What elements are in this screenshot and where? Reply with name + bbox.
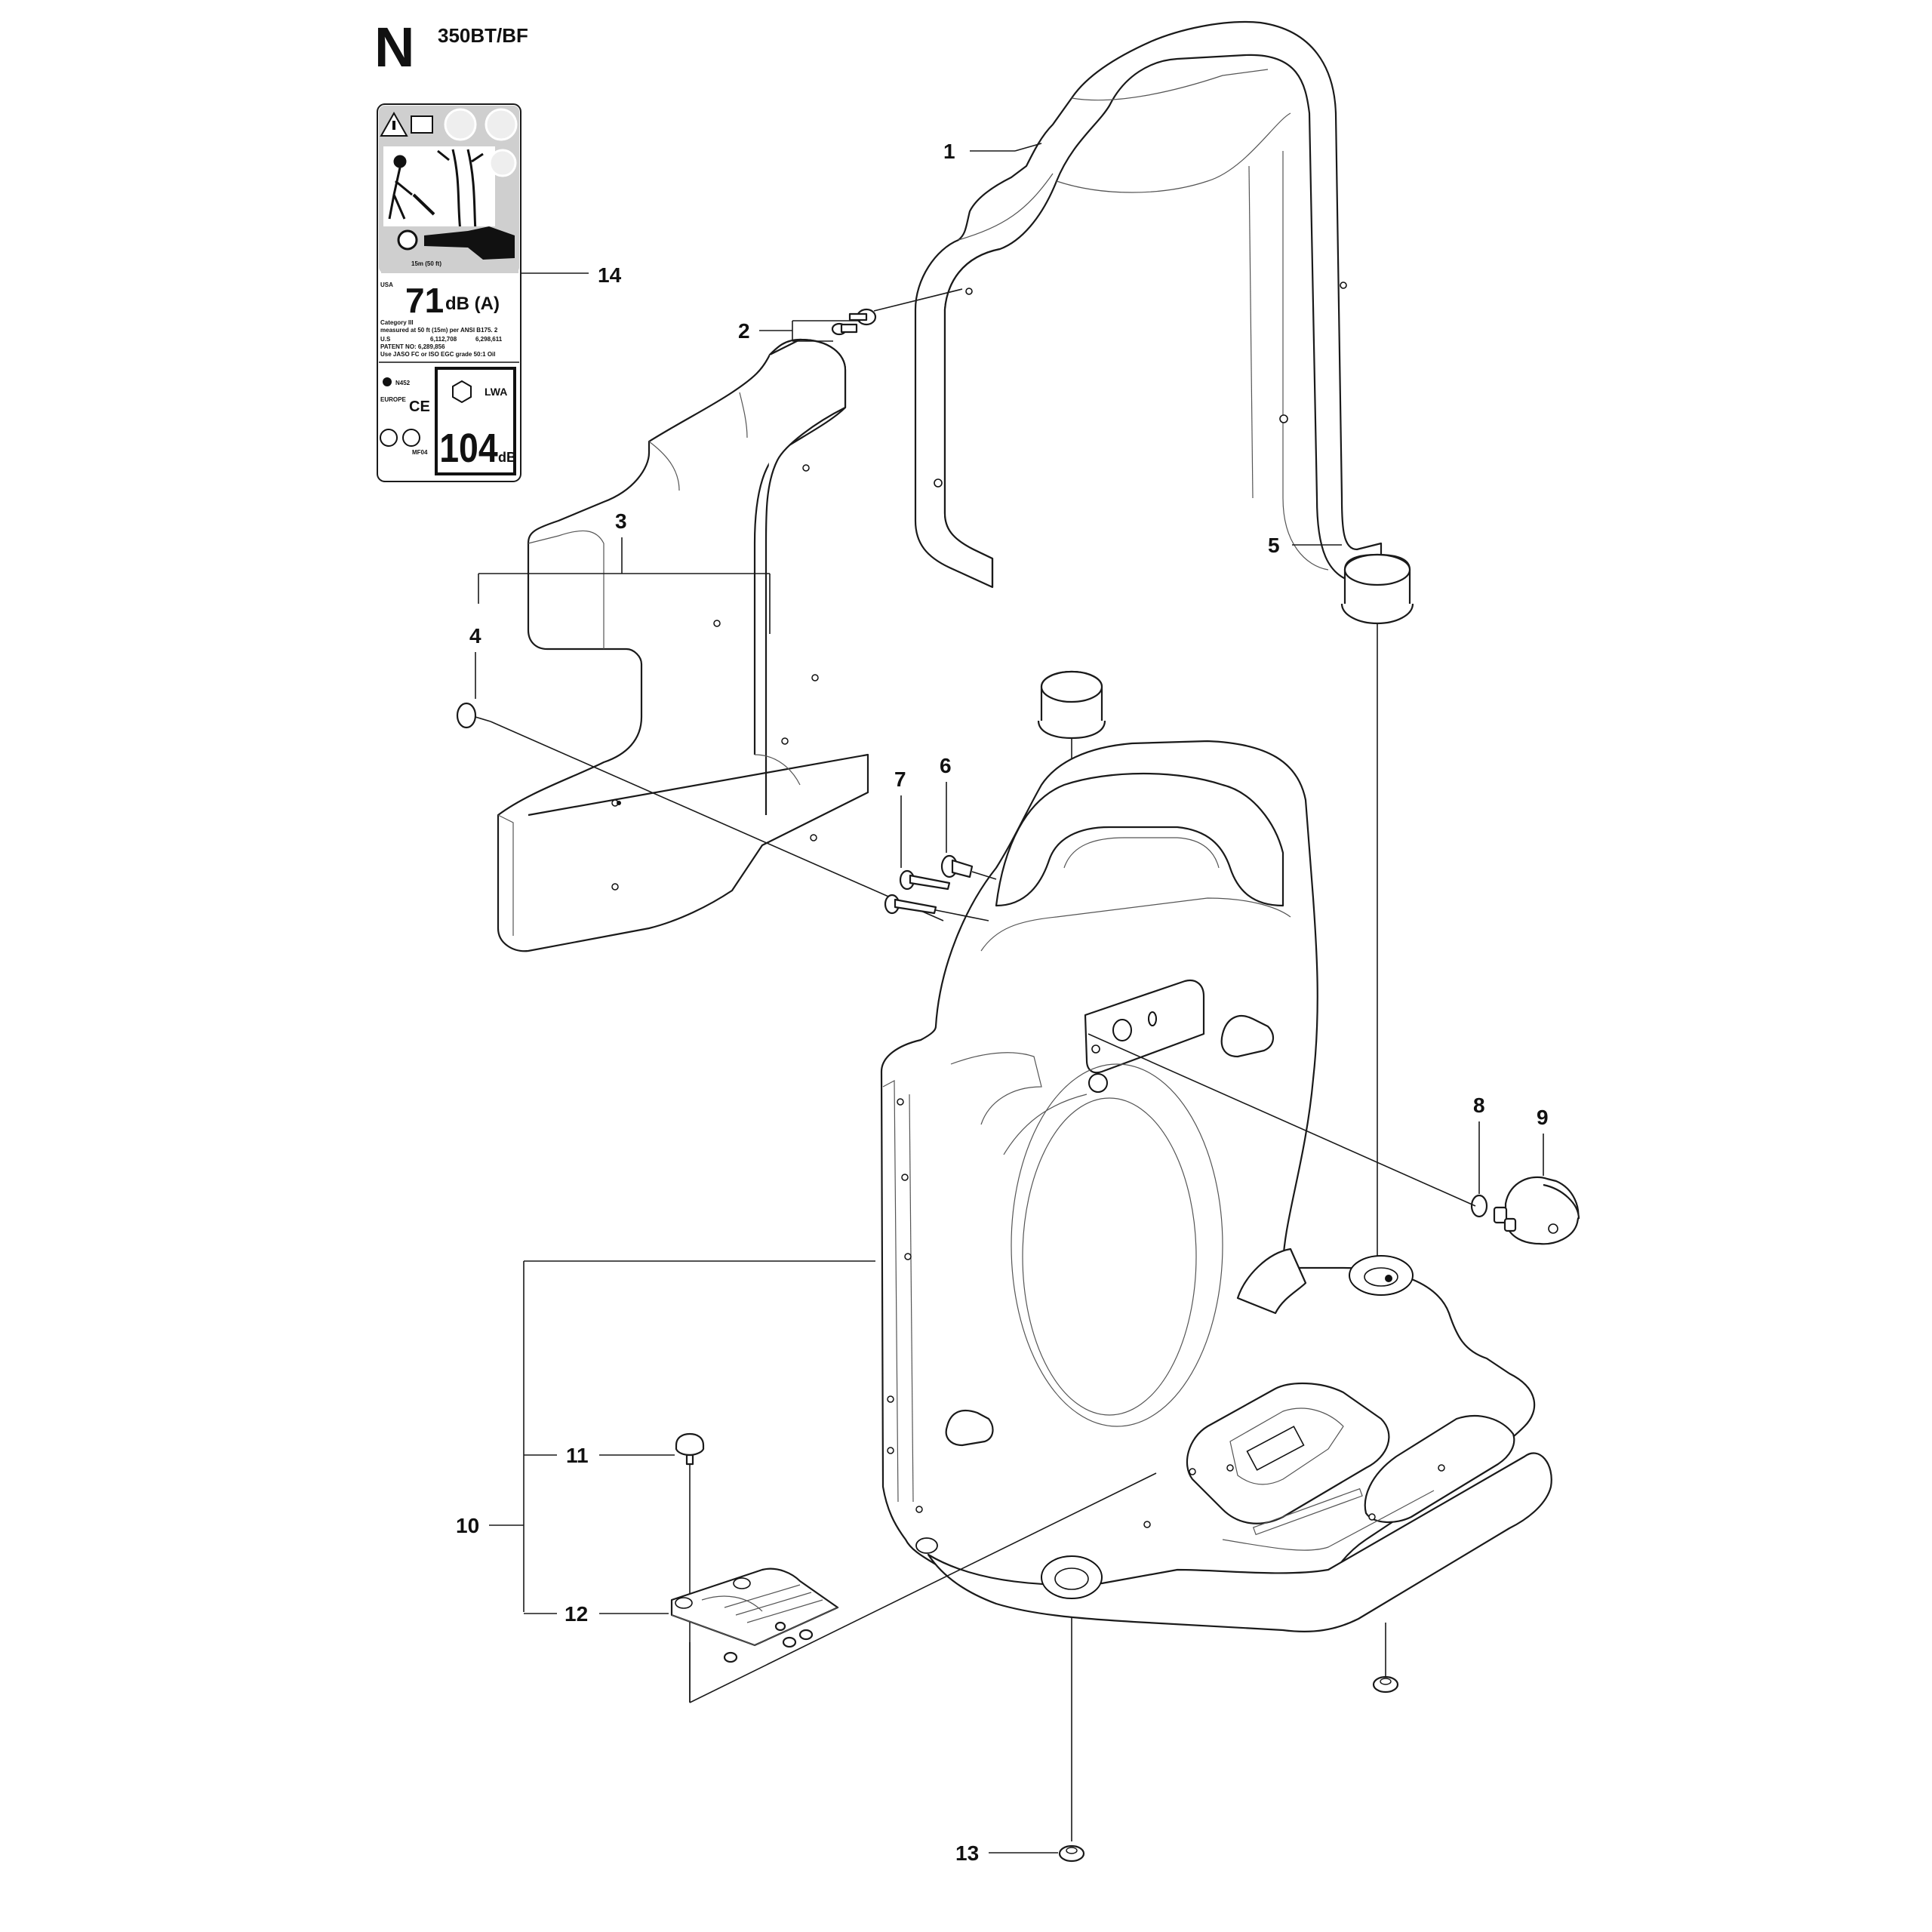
callout-3: 3 (478, 509, 771, 634)
callout-14: 14 (521, 263, 622, 287)
noise-unit: dB (A) (445, 294, 500, 314)
rubber-buffer-part-5 (1340, 553, 1414, 1283)
check-mark-icon (383, 377, 392, 386)
operator-pictogram-icon (388, 149, 484, 232)
model-name: 350BT/BF (438, 24, 528, 47)
svg-text:6: 6 (940, 754, 952, 777)
pct-mark-icon (402, 429, 420, 447)
svg-text:3: 3 (615, 509, 627, 533)
us-label: U.S (380, 336, 391, 343)
callout-12: 12 (524, 1602, 669, 1626)
svg-text:13: 13 (955, 1841, 979, 1865)
callout-5: 5 (1268, 534, 1342, 557)
callout-11: 11 (524, 1444, 675, 1467)
manual-book-icon (411, 115, 433, 134)
mask-icon (485, 108, 518, 141)
no-people-icon (397, 229, 418, 251)
ce-mark: CE (409, 398, 430, 415)
section-letter: N (374, 16, 414, 78)
svg-text:7: 7 (894, 768, 906, 791)
svg-text:2: 2 (738, 319, 750, 343)
callout-10: 10 (456, 1260, 875, 1612)
svg-text:1: 1 (943, 140, 955, 163)
screw-part-13 (1058, 1623, 1399, 1863)
patent-number: PATENT NO: 6,289,856 (380, 343, 445, 350)
callout-6: 6 (940, 754, 952, 853)
category-label: Category III (380, 319, 414, 326)
svg-text:9: 9 (1537, 1106, 1549, 1129)
callout-2: 2 (738, 319, 860, 343)
svg-text:8: 8 (1473, 1094, 1485, 1117)
svg-text:10: 10 (456, 1514, 479, 1537)
back-pad (497, 338, 869, 952)
lwa-value: 104 (439, 425, 497, 471)
blower-nozzle-icon (424, 226, 515, 260)
screw-part-7 (884, 869, 989, 921)
frame-bracket (914, 20, 1383, 589)
callout-9: 9 (1537, 1106, 1549, 1176)
svg-text:5: 5 (1268, 534, 1280, 557)
callout-7: 7 (894, 768, 906, 868)
glasses-icon (488, 149, 517, 177)
callout-1: 1 (943, 140, 1042, 163)
svg-text:14: 14 (598, 263, 622, 287)
noise-value: 71 (405, 281, 444, 320)
ear-protection-icon (444, 108, 477, 141)
callout-8: 8 (1473, 1094, 1485, 1194)
knob-part-9 (1493, 1176, 1580, 1245)
lwa-unit: dB (498, 450, 516, 465)
foot-pad-part-12 (670, 1472, 1157, 1703)
oil-note: Use JASO FC or ISO EGC grade 50:1 Oil (380, 351, 496, 358)
n-code: N452 (395, 380, 411, 386)
us-patent-1: 6,112,708 (430, 336, 457, 343)
callout-4: 4 (469, 624, 481, 699)
europe-label: EUROPE (380, 396, 406, 403)
push-rivet-part-4 (456, 702, 944, 921)
mark-code: MF04 (412, 449, 428, 456)
svg-text:11: 11 (566, 1444, 589, 1467)
warning-triangle-icon (380, 111, 408, 137)
lwa-label: LWA (485, 386, 507, 398)
measured-label: measured at 50 ft (15m) per ANSI B175. 2 (380, 327, 498, 334)
usa-label: USA (380, 281, 393, 288)
warning-decal: 15m (50 ft) USA 71 dB (A) Category III m… (377, 103, 521, 482)
washer-part-8 (1088, 1033, 1488, 1218)
backpack-frame (880, 740, 1552, 1632)
screw-part-6 (940, 854, 997, 880)
certification-mark-icon (380, 429, 398, 447)
screw-part-2 (831, 288, 963, 336)
sound-power-icon (452, 380, 472, 404)
svg-text:12: 12 (565, 1602, 588, 1626)
distance-label: 15m (50 ft) (411, 260, 441, 267)
callout-13: 13 (955, 1841, 1058, 1865)
us-patent-2: 6,298,611 (475, 336, 503, 343)
svg-text:4: 4 (469, 624, 481, 648)
